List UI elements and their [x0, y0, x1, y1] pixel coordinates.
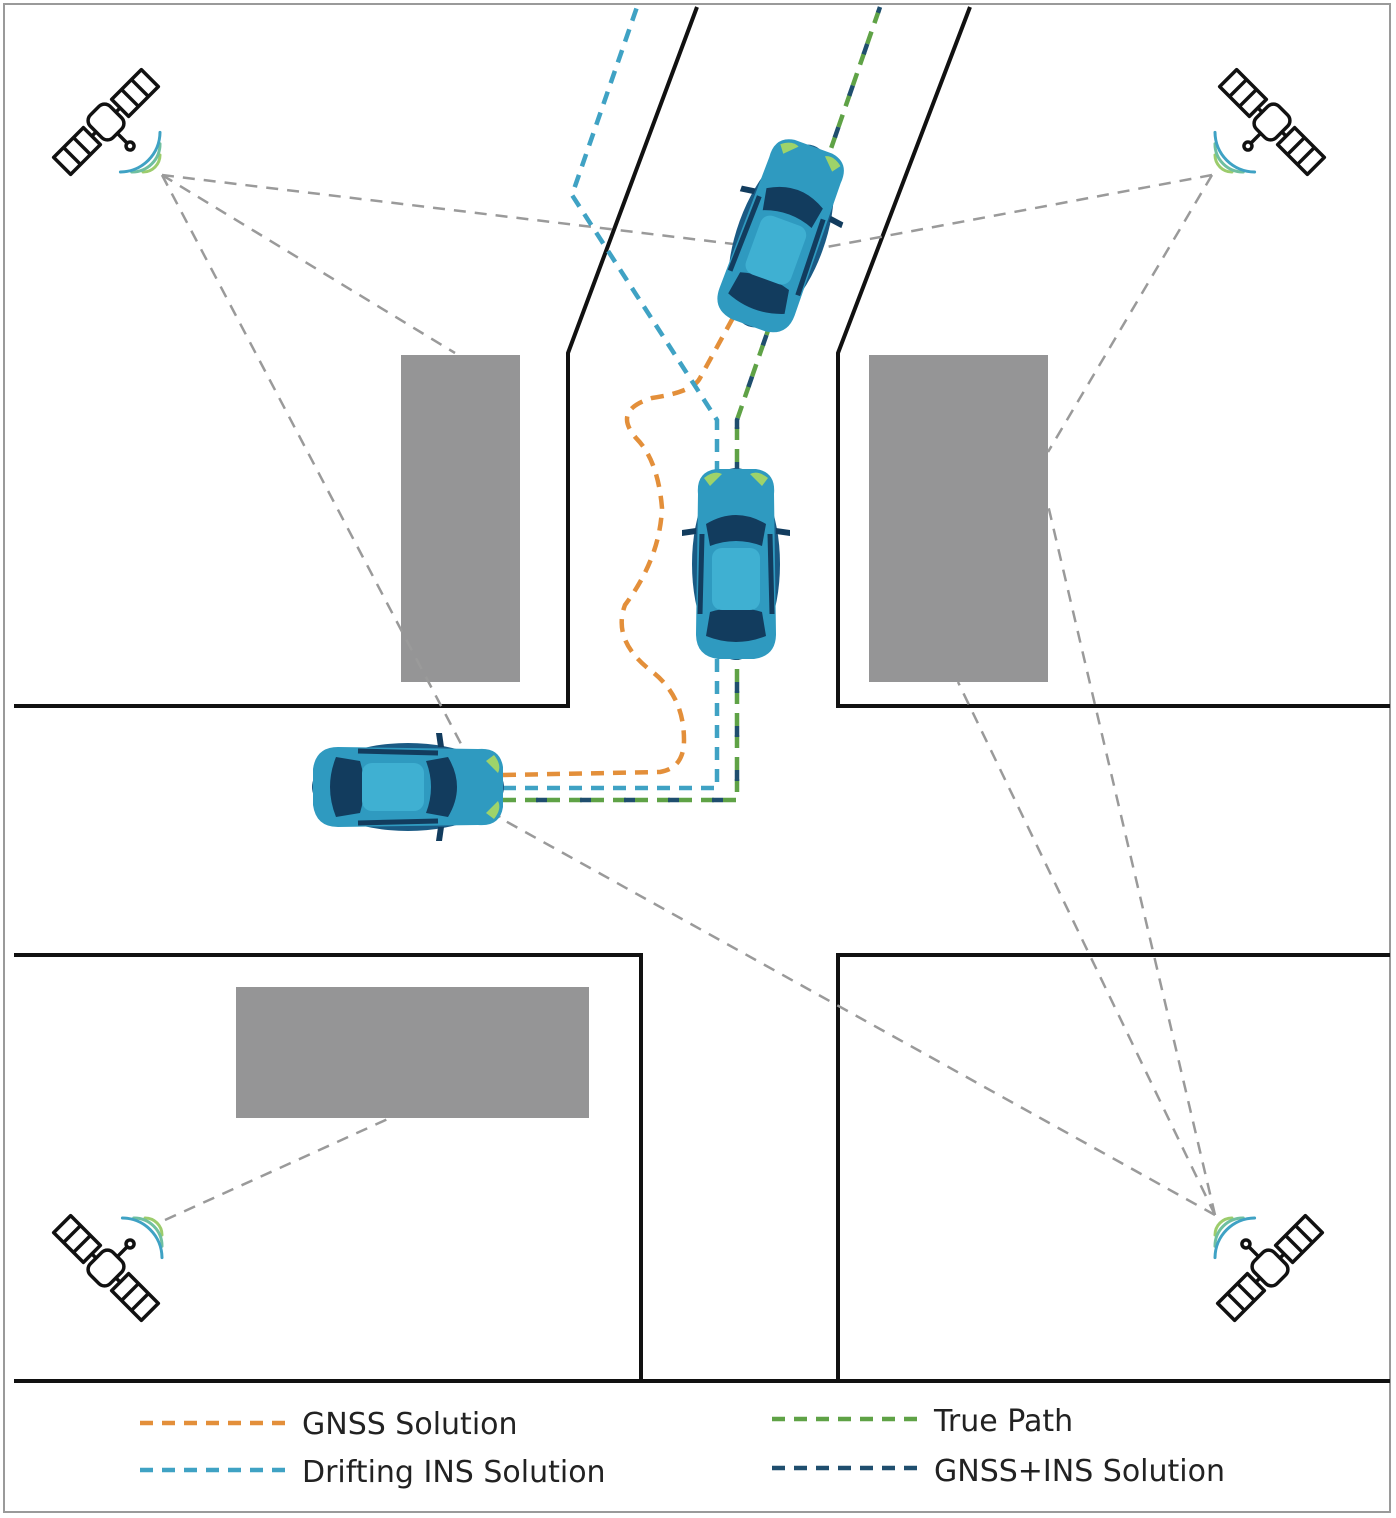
road-edge: [836, 6, 1390, 708]
road-edges: [14, 6, 1390, 1383]
signal-lines: [160, 173, 1217, 1222]
signal-line: [956, 681, 1217, 1216]
signal-line: [1046, 174, 1214, 453]
signal-line: [799, 173, 1213, 254]
building-block: [869, 355, 1048, 682]
signal-line: [161, 173, 801, 254]
car-icon: [682, 468, 790, 660]
road-edge: [836, 953, 1390, 1381]
signal-line: [160, 174, 502, 819]
legend-label-gnss-ins: GNSS+INS Solution: [934, 1454, 1225, 1489]
true-path: [503, 6, 883, 803]
signal-line: [499, 816, 1216, 1217]
legend: GNSS Solution Drifting INS Solution True…: [140, 1404, 1225, 1490]
road-edge: [14, 953, 643, 1381]
car-icon: [312, 733, 504, 841]
legend-label-gnss: GNSS Solution: [302, 1407, 518, 1442]
building-block: [236, 987, 589, 1118]
car-icon: [697, 127, 864, 344]
gnss-ins-solution-path: [503, 6, 883, 803]
drifting-ins-path: [503, 6, 720, 791]
diagram-frame: [3, 3, 1391, 1513]
signal-line: [161, 173, 456, 355]
trajectories: [502, 6, 883, 803]
legend-label-true-path: True Path: [933, 1404, 1073, 1439]
satellite-icon: [1197, 1195, 1327, 1325]
satellite-icon: [49, 1195, 179, 1325]
satellite-icon: [1199, 65, 1329, 195]
signal-line: [164, 1116, 391, 1222]
legend-label-drifting-ins: Drifting INS Solution: [302, 1455, 606, 1490]
signal-line: [1046, 504, 1217, 1216]
gnss-solution-path: [502, 303, 742, 778]
road-edge: [14, 6, 699, 708]
satellite-icon: [49, 65, 179, 195]
building-block: [401, 355, 520, 682]
